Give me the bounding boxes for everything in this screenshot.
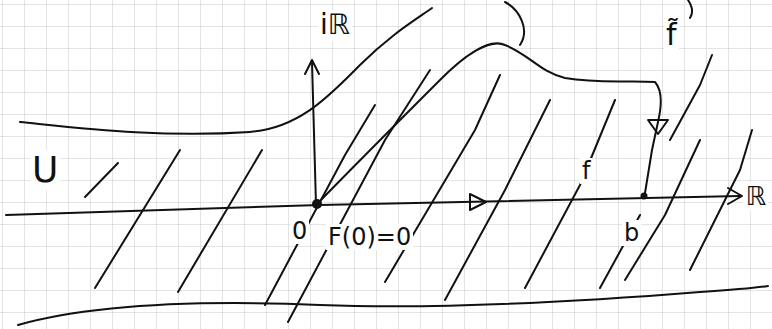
hatch-line: [670, 55, 712, 140]
path-f-tilde: [318, 43, 661, 203]
hatch-line: [288, 70, 430, 322]
path-arrowhead: [648, 120, 668, 134]
hatch-line: [95, 150, 180, 288]
hatch-line: [385, 75, 500, 282]
path-arrowhead: [470, 194, 486, 210]
hatch-line: [178, 150, 262, 292]
endpoint-b: [641, 193, 648, 200]
region-boundary: [20, 8, 432, 134]
hatch-line: [625, 140, 700, 280]
region-boundary: [505, 2, 524, 45]
hatch-line: [525, 100, 615, 288]
origin-point: [312, 199, 322, 209]
real-axis: [6, 196, 740, 215]
hatch-line: [85, 163, 118, 197]
region-label: U: [30, 150, 60, 190]
imaginary-axis: [312, 62, 316, 205]
path-label: f̃: [664, 18, 679, 51]
axis-arrowhead: [728, 188, 742, 204]
region-boundary: [688, 0, 692, 18]
axis-label: iℝ: [318, 10, 352, 41]
region-boundary: [18, 286, 768, 325]
point-label: 0: [290, 218, 309, 244]
path-label: f: [580, 158, 592, 184]
axis-label: ℝ: [743, 182, 768, 211]
axis-arrowhead: [305, 60, 319, 74]
point-label: b: [622, 220, 641, 246]
value-label: F(0)=0: [326, 224, 413, 250]
